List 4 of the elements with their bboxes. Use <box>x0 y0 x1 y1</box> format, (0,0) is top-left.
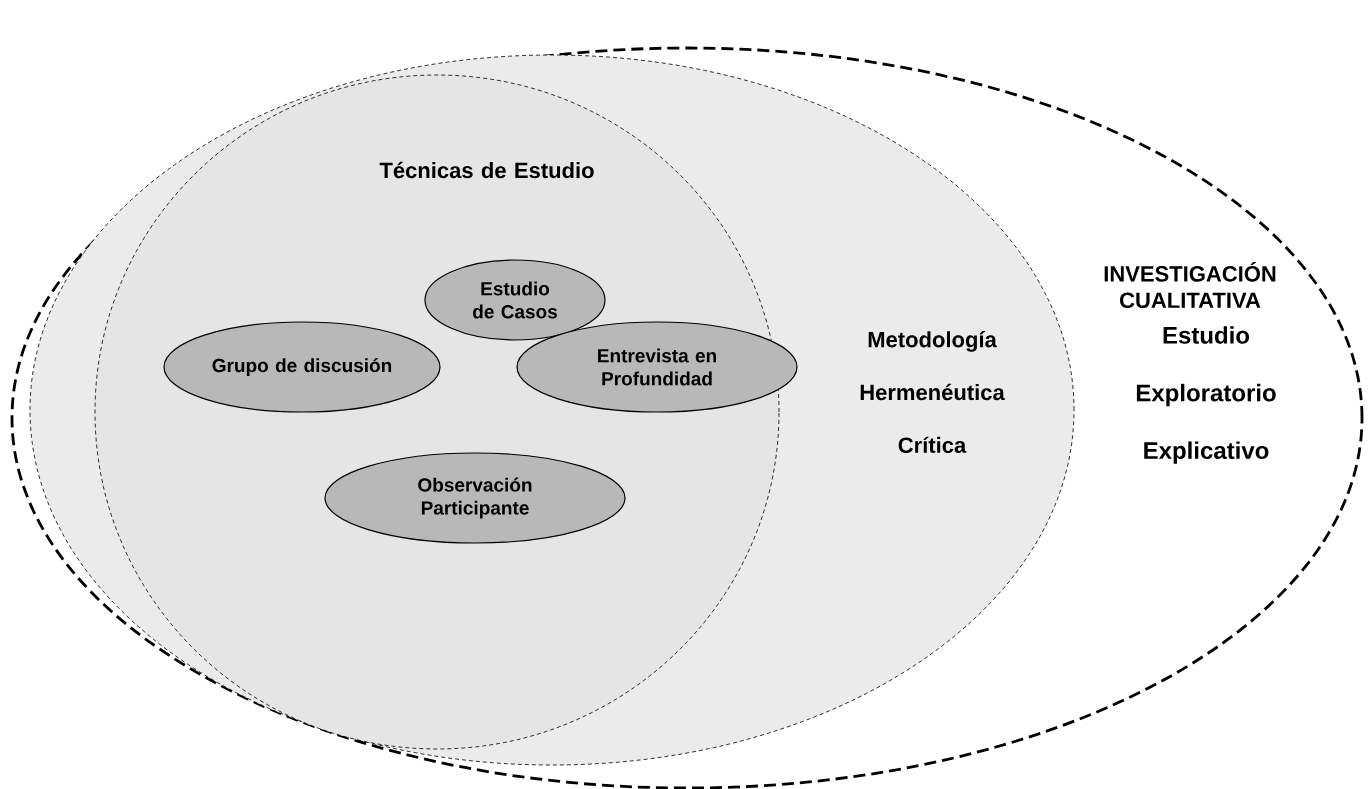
label-text: Metodología Hermenéutica Crítica <box>860 331 1005 453</box>
label-text: Técnicas de Estudio <box>379 161 594 179</box>
label-text: INVESTIGACIÓN CUALITATIVA <box>1104 261 1276 309</box>
label-text: Estudio Exploratorio Explicativo <box>1136 326 1276 464</box>
